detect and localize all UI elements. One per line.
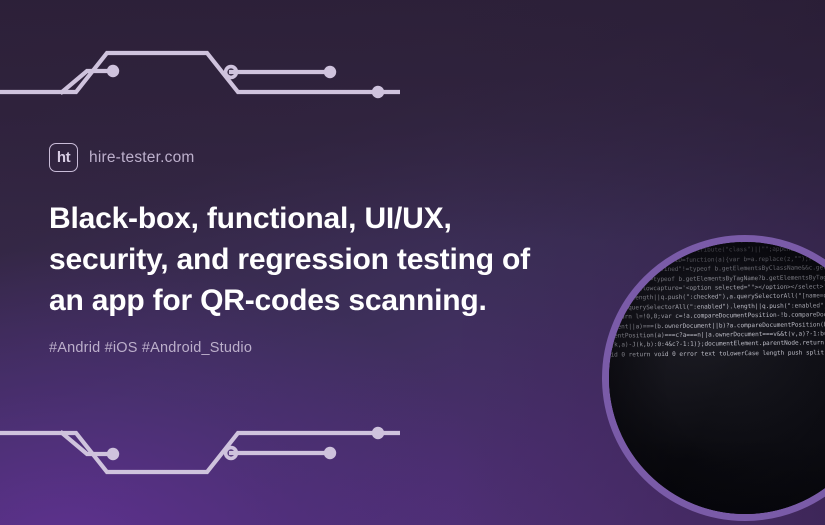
headline-line-1: Black-box, functional, UI/UX, xyxy=(49,202,452,235)
brand-wordmark: hire-tester.com xyxy=(89,148,195,166)
brand-logo[interactable]: ht hire-tester.com xyxy=(49,143,195,172)
ht-logo-initials: ht xyxy=(56,149,71,166)
headline-line-2: security, and regression testing of xyxy=(49,243,530,276)
headline: Black-box, functional, UI/UX, security, … xyxy=(49,198,594,321)
code-screenshot-circle: function(a,b){return a.nodeType===1&&b.t… xyxy=(602,235,825,521)
headline-line-3: an app for QR-codes scanning. xyxy=(49,284,487,317)
code-screenshot-inner: function(a,b){return a.nodeType===1&&b.t… xyxy=(609,242,825,514)
code-snippet-text: function(a,b){return a.nodeType===1&&b.t… xyxy=(609,242,825,359)
hashtag-list: #Andrid #iOS #Android_Studio xyxy=(49,340,253,356)
ht-logo-icon: ht xyxy=(49,143,78,172)
